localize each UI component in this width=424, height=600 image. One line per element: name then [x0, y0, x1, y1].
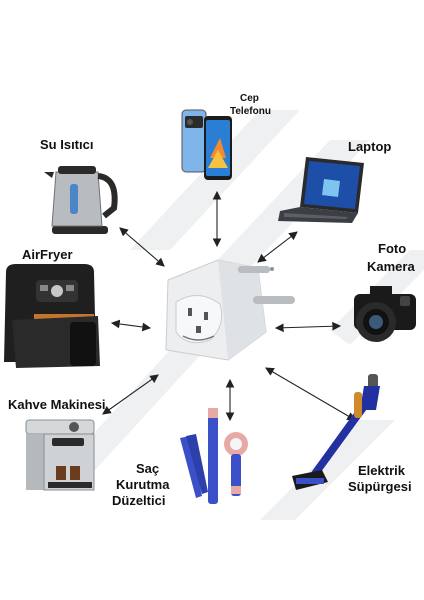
- camera-icon: [354, 286, 416, 342]
- label-camera-line1: Foto: [378, 241, 407, 256]
- arrow-coffee: [102, 374, 159, 415]
- label-airfryer: AirFryer: [22, 247, 73, 262]
- label-camera-line2: Kamera: [367, 259, 415, 274]
- label-kettle: Su Isıtıcı: [40, 137, 94, 152]
- kettle-icon: [44, 166, 118, 234]
- label-coffee: Kahve Makinesi: [8, 397, 106, 412]
- airfryer-icon: [4, 264, 100, 368]
- label-hair-line3: Düzeltici: [112, 493, 166, 508]
- hair-tools-icon: [180, 408, 248, 504]
- arrow-camera: [274, 321, 342, 333]
- phone-icon: [181, 109, 232, 180]
- label-vacuum-line2: Süpürgesi: [348, 479, 412, 494]
- label-vacuum-line1: Elektrik: [358, 463, 405, 478]
- laptop-icon: [278, 157, 364, 223]
- adapter-plug-icon: [165, 259, 295, 361]
- arrow-airfryer: [110, 319, 152, 332]
- coffee-machine-icon: [25, 419, 95, 491]
- arrow-vacuum: [265, 367, 356, 421]
- label-hair-line1: Saç: [136, 461, 160, 476]
- arrow-kettle: [119, 227, 165, 267]
- vacuum-icon: [292, 374, 380, 490]
- label-phone-line1: Cep: [240, 93, 259, 104]
- label-laptop: Laptop: [348, 139, 392, 154]
- arrow-laptop: [257, 231, 298, 263]
- label-phone-line2: Telefonu: [230, 106, 271, 117]
- label-hair-line2: Kurutma: [116, 477, 170, 492]
